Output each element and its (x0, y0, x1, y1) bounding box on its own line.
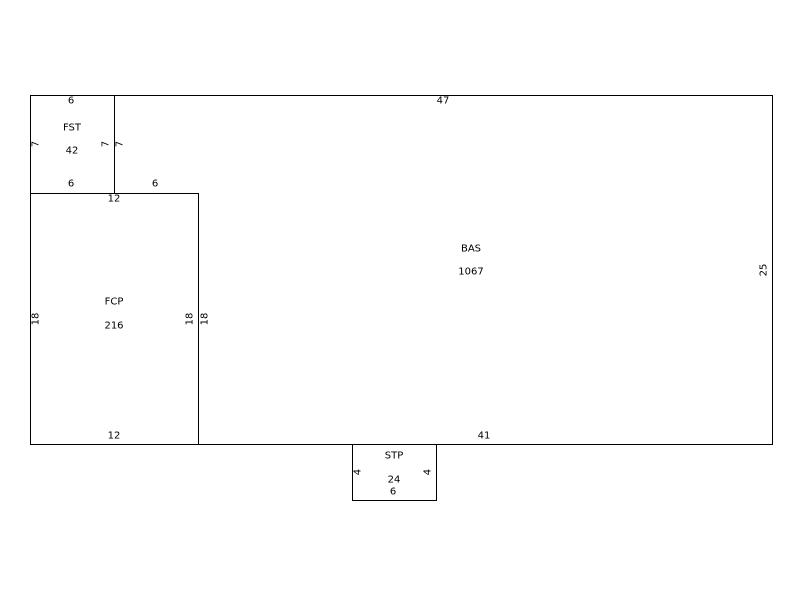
bas-dim-right: 25 (759, 264, 770, 277)
fst-area-value: 42 (66, 146, 79, 157)
bas-dim-bottom: 41 (478, 431, 491, 442)
stp-dim-right: 4 (423, 469, 434, 475)
bas-dim-inner-side: 18 (200, 313, 211, 326)
fst-code-label: FST (63, 123, 82, 134)
fst-dim-top: 6 (68, 96, 74, 107)
fst-dim-right: 7 (101, 141, 112, 147)
bas-area-value: 1067 (458, 267, 483, 278)
area-stp: STP 24 4 4 6 (352, 444, 437, 501)
fcp-dim-bottom: 12 (108, 431, 121, 442)
fst-dim-left: 7 (31, 141, 42, 147)
stp-code-label: STP (385, 451, 404, 462)
stp-dim-left: 4 (353, 469, 364, 475)
fst-dim-bottom: 6 (68, 179, 74, 190)
area-fcp: FCP 216 12 18 12 18 (30, 193, 199, 445)
fcp-dim-left: 18 (31, 313, 42, 326)
fcp-code-label: FCP (105, 297, 124, 308)
fcp-outline (30, 193, 199, 445)
bas-dim-top: 47 (437, 96, 450, 107)
bas-dim-step-side: 7 (115, 141, 126, 147)
area-bas: BAS 1067 47 25 41 6 7 18 (30, 95, 773, 445)
area-fst: FST 42 6 7 6 7 (30, 95, 115, 194)
stp-dim-bottom: 6 (390, 487, 396, 498)
bas-code-label: BAS (461, 244, 481, 255)
stp-outline (352, 444, 437, 501)
stp-area-value: 24 (388, 475, 401, 486)
bas-dim-step-top: 6 (152, 179, 158, 190)
fcp-area-value: 216 (104, 321, 123, 332)
bas-outline (30, 95, 773, 445)
fcp-dim-top: 12 (108, 194, 121, 205)
fcp-dim-right: 18 (185, 313, 196, 326)
